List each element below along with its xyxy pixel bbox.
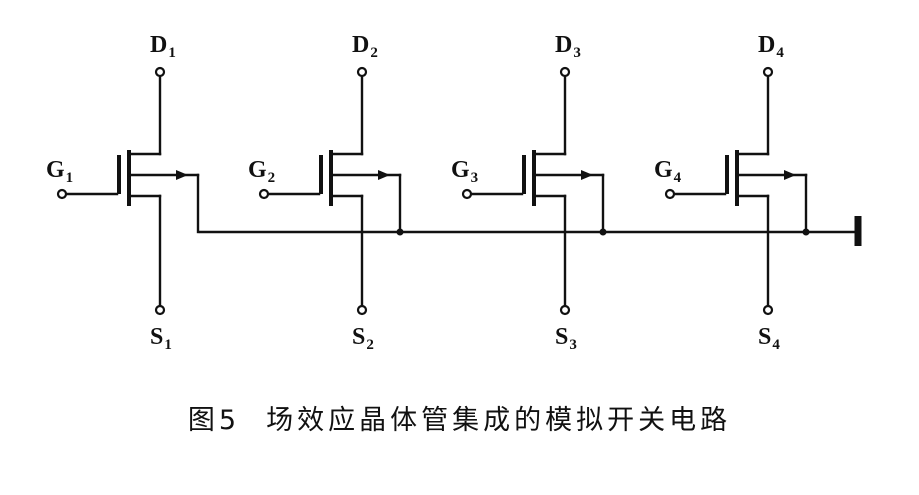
drain-label-subscript: 3 [573,45,581,61]
substrate-arrow-icon [176,170,188,180]
drain-terminal [356,66,368,78]
drain-label: D4 [758,32,784,61]
gate-label-subscript: 3 [471,170,479,186]
gate-terminal [258,188,270,200]
drain-label-letter: D [352,32,369,58]
source-label-subscript: 2 [366,337,374,353]
source-label: S4 [758,324,780,353]
drain-label: D1 [150,32,176,61]
drain-terminal [559,66,571,78]
source-terminal [762,304,774,316]
junction-dot [802,228,810,236]
source-terminal [154,304,166,316]
gate-label-letter: G [654,157,673,183]
gate-label: G3 [451,157,478,186]
gate-terminal [461,188,473,200]
source-label-subscript: 4 [772,337,780,353]
junction-dot [599,228,607,236]
gate-label: G1 [46,157,73,186]
source-label-subscript: 1 [164,337,172,353]
drain-label-letter: D [758,32,775,58]
drain-terminal [154,66,166,78]
source-label-subscript: 3 [569,337,577,353]
source-label-letter: S [150,324,163,350]
source-label-letter: S [352,324,365,350]
gate-terminal [664,188,676,200]
drain-label-letter: D [555,32,572,58]
gate-label-subscript: 1 [66,170,74,186]
drain-label: D3 [555,32,581,61]
figure-title: 场效应晶体管集成的模拟开关电路 [266,405,732,436]
drain-terminal [762,66,774,78]
gate-label-subscript: 4 [674,170,682,186]
gate-label-letter: G [46,157,65,183]
gate-label: G4 [654,157,682,186]
source-label: S3 [555,324,577,353]
gate-label: G2 [248,157,275,186]
drain-label-subscript: 1 [168,45,176,61]
substrate-arrow-icon [378,170,390,180]
gate-label-letter: G [451,157,470,183]
substrate-arrow-icon [784,170,796,180]
gate-terminal [56,188,68,200]
junction-dot [396,228,404,236]
figure-caption: 图5 场效应晶体管集成的模拟开关电路 [0,398,919,437]
source-terminal [559,304,571,316]
source-label: S2 [352,324,374,353]
gate-label-subscript: 2 [268,170,276,186]
drain-label: D2 [352,32,378,61]
source-label-letter: S [555,324,568,350]
gate-label-letter: G [248,157,267,183]
drain-label-subscript: 4 [776,45,784,61]
figure-number: 图5 [187,405,241,436]
drain-label-letter: D [150,32,167,58]
substrate-arrow-icon [581,170,593,180]
source-label-letter: S [758,324,771,350]
drain-label-subscript: 2 [370,45,378,61]
source-terminal [356,304,368,316]
source-label: S1 [150,324,172,353]
